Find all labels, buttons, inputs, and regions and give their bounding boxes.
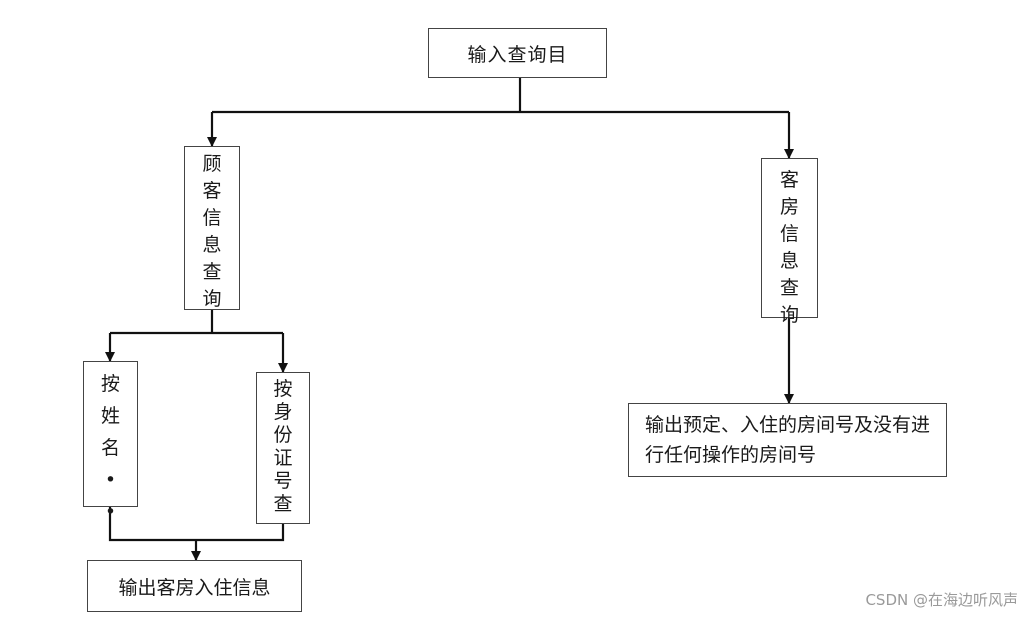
guest-query-box: 顾客信息查询 <box>184 146 240 310</box>
by-id-box: 按身份证号查 <box>256 372 310 524</box>
room-query-label: 客房信息查询 <box>779 169 799 326</box>
query-entry-box: 输入查询目 <box>428 28 607 78</box>
query-entry-label: 输入查询目 <box>467 43 568 66</box>
guest-output-box: 输出客房入住信息 <box>87 560 302 612</box>
by-name-label: 按姓名 • • <box>100 373 120 523</box>
guest-output-label: 输出客房入住信息 <box>118 576 271 599</box>
connector-by-id-down <box>196 524 285 542</box>
by-name-box: 按姓名 • • <box>83 361 138 523</box>
guest-query-label: 顾客信息查询 <box>202 153 222 310</box>
connector-by-name-down <box>108 507 196 542</box>
by-id-label: 按身份证号查 <box>273 378 293 515</box>
watermark: CSDN @在海边听风声 <box>865 591 1018 609</box>
room-output-box: 输出预定、入住的房间号及没有进行任何操作的房间号 <box>628 403 947 477</box>
room-output-label: 输出预定、入住的房间号及没有进行任何操作的房间号 <box>645 414 931 466</box>
room-query-box: 客房信息查询 <box>761 158 818 326</box>
